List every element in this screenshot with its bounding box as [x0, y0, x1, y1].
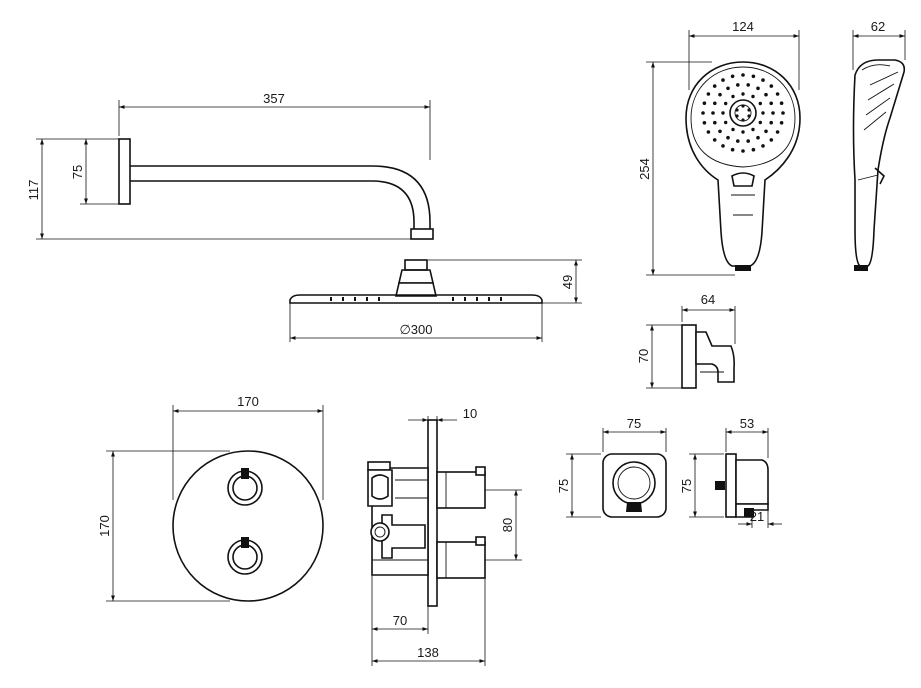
spray-nozzle [702, 101, 707, 105]
spray-nozzle [769, 101, 773, 106]
spray-nozzle [751, 94, 755, 99]
spray-nozzle [761, 78, 765, 82]
spray-nozzle [769, 138, 774, 142]
spray-nozzle [730, 74, 735, 79]
spray-nozzle [724, 101, 728, 106]
spray-nozzle [711, 111, 715, 115]
wall-outlet-side-drawing: 53 75 21 [679, 416, 782, 528]
hand-length-label: 254 [637, 158, 652, 180]
spray-nozzle [779, 101, 784, 105]
spray-nozzle [746, 139, 750, 143]
valve-side-drawing: 10 80 70 138 [367, 406, 522, 666]
spray-nozzle [718, 92, 722, 97]
hand-shower-front-drawing: 124 254 [637, 19, 801, 276]
spray-nozzle [721, 144, 725, 148]
spray-nozzle [741, 130, 745, 134]
valve-total-depth-label: 138 [417, 645, 439, 660]
spray-nozzle [741, 149, 745, 153]
valve-plate-thickness-label: 10 [463, 406, 477, 421]
spray-nozzle [746, 83, 750, 87]
spray-nozzle [756, 135, 760, 140]
spray-nozzle [726, 86, 730, 91]
spray-nozzle [756, 86, 760, 91]
plate-width-label: 170 [237, 394, 259, 409]
spray-nozzle [761, 144, 765, 148]
arm-flange-height-label: 117 [26, 180, 41, 201]
spray-nozzles [701, 73, 785, 153]
valve-handle-spacing-label: 80 [500, 518, 515, 532]
arm-flange [118, 138, 131, 205]
holder-height-label: 70 [636, 349, 651, 363]
spray-nozzle [731, 94, 735, 99]
spray-nozzle [779, 121, 784, 125]
valve-body-depth-label: 70 [393, 613, 407, 628]
wall-holder-drawing: 64 70 [636, 292, 736, 389]
spray-nozzle [701, 111, 705, 115]
hand-depth-label: 62 [871, 19, 885, 34]
spray-nozzle [713, 120, 717, 125]
spray-nozzle [775, 92, 780, 96]
outlet-side-depth-label: 53 [740, 416, 754, 431]
spray-nozzle [712, 84, 717, 88]
outlet-front-width-label: 75 [627, 416, 641, 431]
outlet-front-height-label: 75 [556, 479, 571, 493]
spray-nozzle [721, 111, 725, 115]
spray-nozzle [702, 121, 707, 125]
spray-nozzle [764, 92, 768, 97]
holder-width-label: 64 [701, 292, 715, 307]
valve-cover-plate [427, 419, 438, 607]
hand-width-label: 124 [732, 19, 754, 34]
spray-nozzle [751, 74, 756, 79]
spray-nozzle [751, 147, 756, 152]
plate-height-label: 170 [97, 515, 112, 537]
spray-nozzle [721, 78, 725, 82]
spray-nozzle [758, 101, 762, 106]
arm-flange-inner-label: 75 [70, 165, 85, 179]
head-diameter-label: ∅300 [399, 322, 432, 337]
shower-head-drawing: 49 ∅300 [289, 259, 582, 342]
spray-nozzle [771, 111, 775, 115]
spray-nozzle [736, 139, 740, 143]
spray-nozzle [751, 127, 755, 132]
outlet-side-height-label: 75 [679, 479, 694, 493]
head-height-label: 49 [560, 275, 575, 289]
spray-nozzle [731, 127, 735, 132]
spray-nozzle [730, 147, 735, 152]
arm-length-label: 357 [263, 91, 285, 106]
spray-nozzle [726, 135, 730, 140]
spray-nozzle [712, 138, 717, 142]
spray-nozzle [736, 83, 740, 87]
spray-nozzle [741, 92, 745, 96]
spray-nozzle [769, 84, 774, 88]
valve-upper-handle [436, 471, 486, 509]
hand-shower-side-drawing: 62 [852, 19, 906, 271]
valve-lower-handle [436, 541, 486, 579]
spray-nozzle [706, 92, 711, 96]
control-plate-drawing: 170 170 [97, 394, 324, 602]
spray-nozzle [724, 120, 728, 125]
spray-nozzle [769, 120, 773, 125]
spray-nozzle [706, 130, 711, 134]
shower-arm-drawing: 357 117 75 [26, 91, 434, 240]
spray-nozzle [761, 111, 765, 115]
spray-nozzle [741, 73, 745, 77]
wall-outlet-front-drawing: 75 75 [556, 416, 667, 518]
spray-nozzle [718, 129, 722, 134]
spray-nozzle [758, 120, 762, 125]
spray-nozzle [764, 129, 768, 134]
spray-nozzle [713, 101, 717, 106]
outlet-nozzle-label: 21 [750, 509, 764, 524]
spray-nozzle [781, 111, 785, 115]
spray-nozzle [775, 130, 780, 134]
